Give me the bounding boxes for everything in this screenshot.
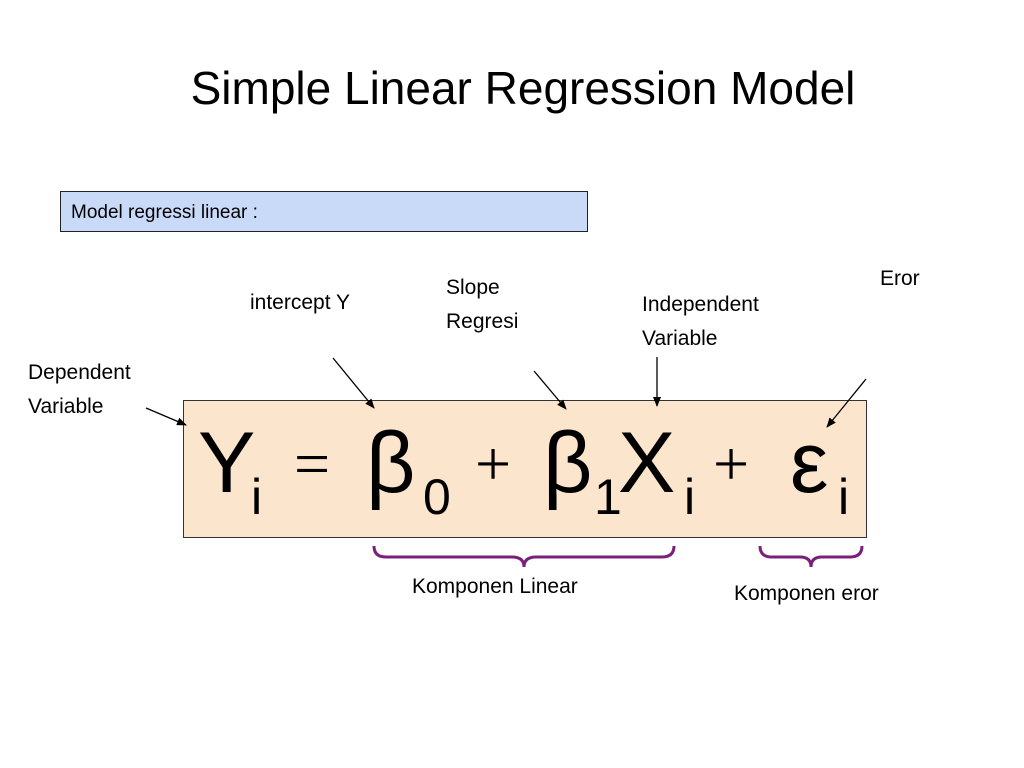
equation-beta1: β — [543, 415, 593, 511]
error-label: Eror — [880, 267, 920, 290]
equation-plus-1: + — [475, 428, 512, 499]
error-component-brace — [758, 545, 864, 568]
error-arrow — [826, 378, 867, 428]
equation-y-subscript: i — [251, 469, 263, 525]
independent-label-line1: Independent — [642, 293, 759, 316]
error-component-label: Komponen eror — [734, 582, 879, 605]
slope-arrow — [533, 370, 567, 410]
dependent-arrow — [145, 407, 187, 426]
dependent-label-line2: Variable — [28, 395, 104, 418]
equation-x: X — [618, 415, 676, 511]
slide-title: Simple Linear Regression Model — [190, 62, 856, 114]
definition-box: Model regressi linear : — [60, 191, 588, 232]
dependent-label-line1: Dependent — [28, 361, 131, 384]
equation-beta0-subscript: 0 — [423, 469, 451, 525]
equation-y: Y — [198, 415, 256, 511]
slope-label-line1: Slope — [446, 276, 500, 299]
linear-component-brace — [372, 545, 676, 568]
equation-epsilon-subscript: i — [838, 469, 850, 525]
linear-component-label: Komponen Linear — [412, 575, 578, 598]
equation-beta1-subscript: 1 — [594, 469, 622, 525]
slope-label-line2: Regresi — [446, 310, 519, 333]
intercept-label: intercept Y — [250, 291, 351, 314]
equation-box — [183, 400, 867, 538]
equation-x-subscript: i — [684, 469, 696, 525]
equation-beta0: β — [366, 415, 416, 511]
equation-equals: = — [294, 428, 331, 499]
equation-plus-2: + — [713, 428, 750, 499]
equation-epsilon: ε — [790, 415, 829, 511]
independent-label-line2: Variable — [642, 327, 718, 350]
intercept-arrow — [332, 357, 375, 409]
